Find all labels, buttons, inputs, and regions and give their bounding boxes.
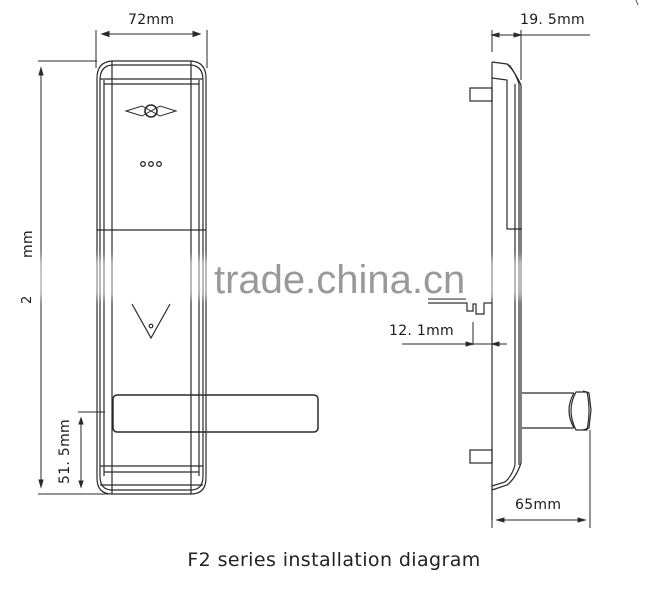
dimension-depth-label: 19. 5mm [520, 12, 585, 28]
indicator-lights [140, 161, 162, 167]
side-view-lock [428, 61, 592, 520]
dimension-projection-label: 65mm [515, 497, 562, 513]
mounting-post-bottom [469, 449, 493, 464]
dimension-width-label: 72mm [128, 12, 175, 28]
front-dimension-lines [38, 30, 208, 495]
side-dimension-lines [402, 30, 591, 528]
mounting-post-top [469, 87, 493, 102]
watermark-haze [0, 258, 668, 298]
dimension-handle-height-label: 51. 5mm [57, 419, 73, 484]
watermark-text: trade.china.cn [214, 258, 466, 302]
spindle [428, 298, 492, 315]
diagram-caption: F2 series installation diagram [187, 549, 481, 571]
dimension-height-digit: 2 [20, 295, 35, 304]
logo-emblem [124, 104, 178, 118]
card-slot [131, 303, 171, 340]
dimension-height-label: mm [20, 230, 36, 258]
handle-end [522, 390, 592, 431]
lever-handle [112, 394, 319, 433]
dimension-spindle-label: 12. 1mm [389, 323, 454, 339]
front-view-lock [96, 60, 319, 495]
corner-mark [635, 0, 639, 6]
